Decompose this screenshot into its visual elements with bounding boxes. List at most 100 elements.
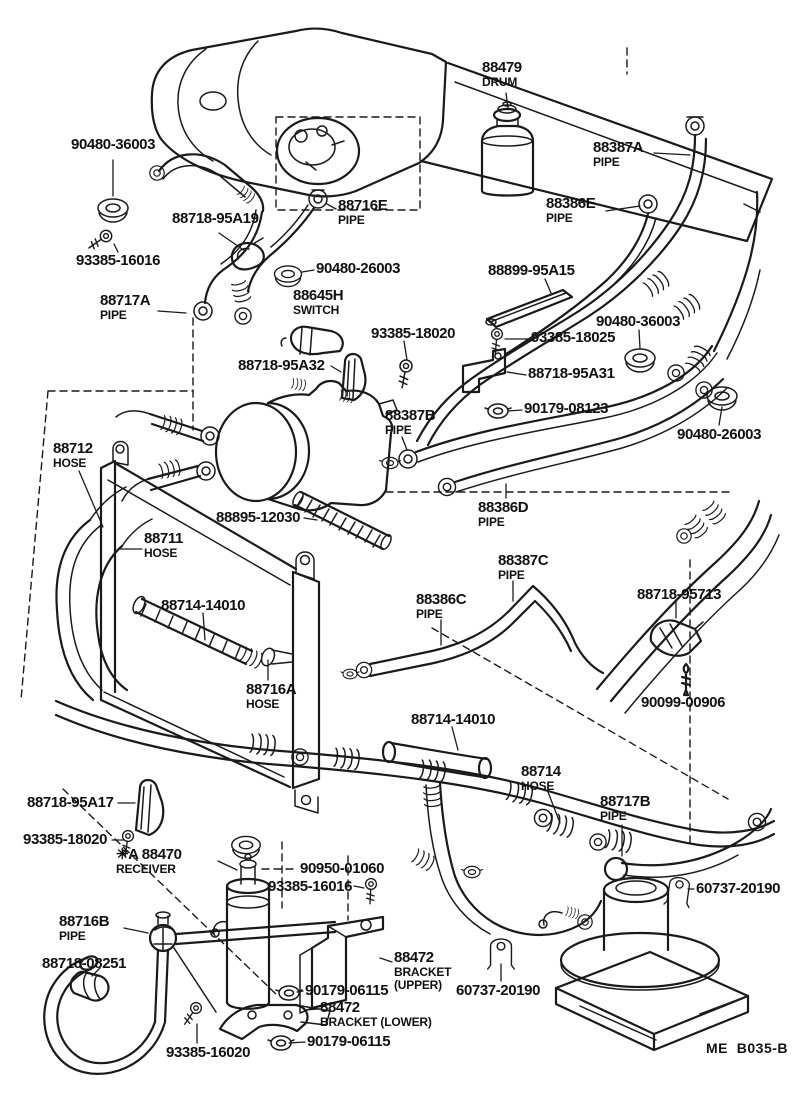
part-number: 88386E [546,195,596,212]
part-kind: PIPE [385,423,412,438]
part-label: 88714-14010 [161,598,245,614]
part-number: 90950-01060 [300,860,385,877]
part-number: 90480-36003 [71,136,156,153]
part-number: 88711 [144,530,183,547]
part-number: 93385-16016 [76,252,161,269]
cooler-hoses-drawing [55,486,153,702]
part-number: 88645H [293,287,344,304]
part-number: 93385-18020 [371,325,456,342]
part-number: 88712 [53,440,93,457]
part-kind: DRUM [482,75,518,90]
part-label: 88895-12030 [216,509,301,526]
compressor-drawing [115,377,398,512]
part-kind: PIPE [546,211,573,226]
part-kind: PIPE [478,515,505,530]
part-number: 88716E [338,197,388,214]
part-kind: PIPE [416,607,443,622]
part-kind: RECEIVER [116,862,176,877]
part-label: 93385-16016 [268,878,353,895]
part-label: 90480-36003 [71,136,156,153]
part-number: 88717A [100,292,151,309]
part-number: 93385-16016 [268,878,353,895]
part-kind: PIPE [498,568,525,583]
small-parts-drawing [69,198,738,1002]
part-number: 88718-95A19 [172,210,259,227]
part-label: 93385-18025 [531,330,615,346]
part-number: 60737-20190 [456,982,541,999]
part-number: 88714 [521,763,561,780]
part-number: 88899-95A15 [488,262,575,279]
part-label: 90480-36003 [596,313,681,330]
part-label: 90179-06115 [305,983,389,999]
part-number: 93385-16020 [166,1044,251,1061]
part-kind: BRACKET (UPPER) [394,965,452,992]
part-number: 88717B [600,793,651,810]
insulator-strip-drawing [485,288,574,329]
part-kind: SWITCH [293,303,340,318]
part-kind: PIPE [59,929,86,944]
part-kind: PIPE [593,155,620,170]
part-number: 90179-06115 [307,1033,391,1050]
part-number: 88895-12030 [216,509,301,526]
leader-lines [78,92,723,1044]
part-kind: PIPE [100,308,127,323]
top-left-pipes-drawing [149,153,328,325]
suction-hose-drawing [132,595,293,670]
part-number: 90099-00906 [641,694,726,711]
part-label: 88718-08251 [42,956,126,972]
part-label: 90480-26003 [677,427,761,443]
coil-tube-drawing [292,490,392,551]
part-kind: HOSE [144,546,178,561]
part-number: 88714-14010 [411,711,496,728]
part-number: 93385-18020 [23,831,108,848]
part-label: 90179-08123 [524,400,609,417]
brackets-drawing [179,915,516,1051]
part-label: 90950-01060 [300,860,385,877]
part-label: 93385-16020 [166,1044,251,1061]
part-number: 90179-08123 [524,400,609,417]
part-number: 88472 [394,949,434,966]
part-label: 60737-20190 [456,982,541,999]
dashed-reference-lines [20,47,735,997]
pipe-88716b-drawing [43,911,337,1075]
part-number: 88387B [385,407,436,424]
part-number: 88718-95A32 [238,357,325,374]
part-number: 90480-26003 [316,260,401,277]
part-kind: HOSE [246,697,280,712]
part-number: 88386D [478,499,529,516]
part-label: 88718-95A31 [528,365,615,382]
part-number: 88718-95A31 [528,365,615,382]
part-label: 93385-18020 [371,325,456,342]
part-number: 88387C [498,552,549,569]
part-number: 90480-36003 [596,313,681,330]
part-label: 88714-14010 [411,711,496,728]
part-label: 93385-16016 [76,252,161,269]
part-label: 88718-95A19 [172,210,259,227]
figure-code: ME B035-B [706,1040,789,1056]
part-number: 88386C [416,591,467,608]
engine-mount-drawing [538,875,750,1052]
rear-pipes-drawing [379,116,761,497]
part-number: 88718-95A17 [27,794,114,811]
part-number: ✳A 88470 [116,846,182,863]
part-label: 60737-20190 [696,881,780,897]
part-kind: PIPE [338,213,365,228]
